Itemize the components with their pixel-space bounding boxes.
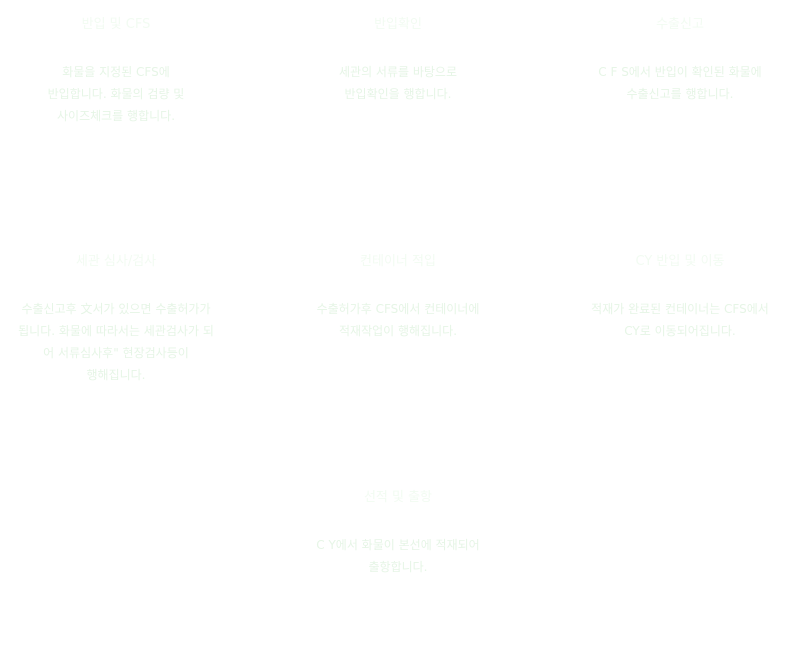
step-export-declaration: 수출신고 C F S에서 반입이 확인된 화물에 수출신고를 행합니다. bbox=[560, 15, 796, 105]
step-description-line: 어 서류심사후" 현장검사등이 bbox=[43, 346, 189, 360]
step-title: 반입 및 CFS bbox=[81, 17, 151, 32]
step-description: C F S에서 반입이 확인된 화물에 수출신고를 행합니다. bbox=[560, 61, 796, 105]
step-description-line: 수출허가후 CFS에서 컨테이너에 bbox=[316, 302, 480, 316]
step-description-line: 적재작업이 행해집니다. bbox=[338, 324, 458, 338]
step-customs-inspection: 세관 심사/검사 수출신고후 文서가 있으면 수출허가가 됩니다. 화물에 따라… bbox=[0, 252, 236, 386]
step-description-line: 사이즈체크를 행합니다. bbox=[56, 109, 176, 123]
step-description-line: 행해집니다. bbox=[86, 368, 146, 382]
step-description: 화물을 지정된 CFS에 반입합니다. 화물의 검량 및 사이즈체크를 행합니다… bbox=[0, 61, 236, 127]
step-description: 수출허가후 CFS에서 컨테이너에 적재작업이 행해집니다. bbox=[278, 298, 518, 342]
step-description-line: 화물을 지정된 CFS에 bbox=[62, 65, 170, 79]
step-description-line: 됩니다. 화물에 따라서는 세관검사가 되 bbox=[18, 324, 214, 338]
step-description-line: 수출신고를 행합니다. bbox=[626, 87, 734, 101]
step-loading-departure: 선적 및 출항 C Y에서 화물이 본선에 적재되어 출항합니다. bbox=[278, 488, 518, 578]
step-cy-transfer: CY 반입 및 이동 적재가 완료된 컨테이너는 CFS에서 CY로 이동되어집… bbox=[560, 252, 796, 342]
step-container-stuffing: 컨테이너 적입 수출허가후 CFS에서 컨테이너에 적재작업이 행해집니다. bbox=[278, 252, 518, 342]
step-description-line: 세관의 서류를 바탕으로 bbox=[338, 65, 458, 79]
step-title: 선적 및 출항 bbox=[363, 490, 433, 505]
step-receipt-confirmation: 반입확인 세관의 서류를 바탕으로 반입확인을 행합니다. bbox=[278, 15, 518, 105]
step-description-line: C Y에서 화물이 본선에 적재되어 bbox=[316, 538, 480, 552]
step-title: 세관 심사/검사 bbox=[75, 254, 157, 269]
step-title: 반입확인 bbox=[374, 17, 422, 32]
step-description-line: 반입확인을 행합니다. bbox=[344, 87, 452, 101]
step-description: 적재가 완료된 컨테이너는 CFS에서 CY로 이동되어집니다. bbox=[560, 298, 796, 342]
step-description: C Y에서 화물이 본선에 적재되어 출항합니다. bbox=[278, 534, 518, 578]
step-description-line: 반입합니다. 화물의 검량 및 bbox=[47, 87, 185, 101]
step-description-line: 출항합니다. bbox=[368, 560, 428, 574]
step-description-line: CY로 이동되어집니다. bbox=[624, 324, 736, 338]
step-description: 세관의 서류를 바탕으로 반입확인을 행합니다. bbox=[278, 61, 518, 105]
step-title: 컨테이너 적입 bbox=[360, 254, 436, 269]
step-description-line: 적재가 완료된 컨테이너는 CFS에서 bbox=[591, 302, 769, 316]
step-description: 수출신고후 文서가 있으면 수출허가가 됩니다. 화물에 따라서는 세관검사가 … bbox=[0, 298, 236, 386]
step-description-line: 수출신고후 文서가 있으면 수출허가가 bbox=[21, 302, 211, 316]
step-title: 수출신고 bbox=[656, 17, 704, 32]
step-title: CY 반입 및 이동 bbox=[635, 254, 725, 269]
step-description-line: C F S에서 반입이 확인된 화물에 bbox=[598, 65, 762, 79]
step-cfs-receiving: 반입 및 CFS 화물을 지정된 CFS에 반입합니다. 화물의 검량 및 사이… bbox=[0, 15, 236, 127]
